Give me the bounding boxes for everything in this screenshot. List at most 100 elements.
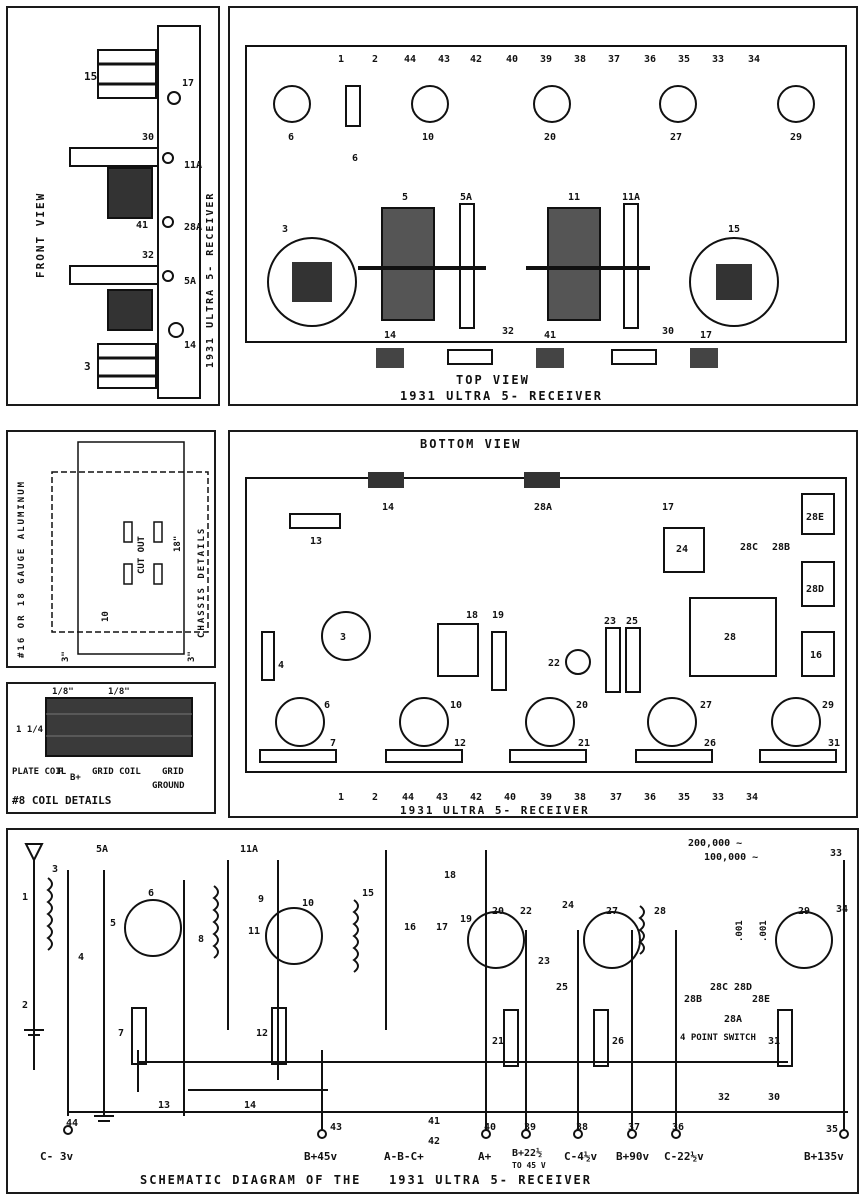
schem-label-6: 6 — [148, 888, 154, 899]
bottom-terminal-37: 37 — [610, 792, 622, 803]
coil-grid-coil-label: GRID COIL — [92, 767, 141, 777]
chassis-dim-3a: 3" — [61, 651, 71, 662]
coil-drawing: 1/8" 1/8" 1 1/4 PLATE COIL P B+ GRID COI… — [12, 687, 193, 807]
schem-switch-label: 4 POINT SWITCH — [680, 1033, 756, 1043]
top-label-32: 32 — [502, 326, 514, 337]
coil-dim-c: 1 1/4 — [16, 725, 44, 735]
top-terminal-34: 34 — [748, 54, 760, 65]
schem-label-24: 24 — [562, 900, 574, 911]
chassis-drawing: #16 OR 18 GAUGE ALUMINUM CHASSIS DETAILS… — [17, 441, 209, 662]
bottom-terminal-1: 1 — [338, 792, 344, 803]
top-terminal-strip: 1 2 44 43 42 40 39 38 37 36 35 33 34 — [338, 54, 760, 65]
label-30: 30 — [142, 132, 154, 143]
bottom-label-12: 12 — [454, 738, 466, 749]
schem-label-16: 16 — [404, 922, 416, 933]
front-view-heading: FRONT VIEW — [34, 192, 47, 278]
label-17: 17 — [182, 78, 194, 89]
chassis-dim-10: 10 — [101, 611, 111, 622]
schem-t37: 37 — [628, 1122, 640, 1133]
chassis-heading: #16 OR 18 GAUGE ALUMINUM — [17, 480, 27, 658]
top-label-5a: 5A — [460, 192, 472, 203]
schematic-caption: SCHEMATIC DIAGRAM OF THE 1931 ULTRA 5- R… — [140, 1173, 592, 1187]
schem-c001-a: .001 — [735, 920, 745, 942]
schem-label-23: 23 — [538, 956, 550, 967]
label-3: 3 — [84, 360, 91, 373]
bottom-label-28e: 28E — [806, 512, 824, 523]
bottom-label-7: 7 — [330, 738, 336, 749]
top-label-15: 15 — [728, 224, 740, 235]
bottom-view-caption: 1931 ULTRA 5- RECEIVER — [400, 804, 590, 816]
top-tube-10: 10 — [422, 132, 434, 143]
schem-b135v: B+135v — [804, 1150, 844, 1163]
schem-label-9: 9 — [258, 894, 264, 905]
schem-label-1: 1 — [22, 892, 28, 903]
label-11a: 11A — [184, 160, 202, 171]
schem-label-15: 15 — [362, 888, 374, 899]
bottom-view-heading: BOTTOM VIEW — [420, 437, 521, 451]
bottom-label-28c: 28C — [740, 542, 758, 553]
top-label-14: 14 — [384, 330, 396, 341]
chassis-dim-18: 18" — [173, 536, 183, 552]
top-label-41: 41 — [544, 330, 556, 341]
schem-to45: TO 45 V — [512, 1161, 546, 1170]
bottom-label-28d: 28D — [806, 584, 824, 595]
schem-label-11: 11 — [248, 926, 260, 937]
label-28a: 28A — [184, 222, 202, 233]
bottom-label-18: 18 — [466, 610, 478, 621]
bottom-label-26: 26 — [704, 738, 716, 749]
schem-t41: 41 — [428, 1116, 440, 1127]
bottom-label-10: 10 — [450, 700, 462, 711]
top-terminal-39: 39 — [540, 54, 552, 65]
top-terminal-43: 43 — [438, 54, 450, 65]
schem-c3v: C- 3v — [40, 1150, 73, 1163]
bottom-label-28: 28 — [724, 632, 736, 643]
schematic-drawing: 5A 11A 3 1 2 5 4 6 7 9 11 8 10 12 13 14 … — [22, 838, 849, 1187]
coil-plate-label: PLATE COIL — [12, 767, 67, 777]
top-label-9: 9 — [352, 151, 358, 162]
schem-label-28b: 28B — [684, 994, 702, 1005]
schem-b22: B+22½ — [512, 1147, 542, 1159]
schem-label-19: 19 — [460, 914, 472, 925]
schem-t39: 39 — [524, 1122, 536, 1133]
schem-label-29: 29 — [798, 906, 810, 917]
schem-label-27: 27 — [606, 906, 618, 917]
label-15: 15 — [84, 70, 97, 83]
coil-panel: 1/8" 1/8" 1 1/4 PLATE COIL P B+ GRID COI… — [6, 682, 216, 814]
schem-label-31: 31 — [768, 1036, 780, 1047]
top-label-3: 3 — [282, 224, 288, 235]
top-terminal-38: 38 — [574, 54, 586, 65]
schem-r200k: 200,000 ~ — [688, 838, 742, 849]
schem-aplus: A+ — [478, 1150, 492, 1163]
bottom-terminal-38: 38 — [574, 792, 586, 803]
schem-label-8: 8 — [198, 934, 204, 945]
bottom-view-panel: BOTTOM VIEW 14 28A 17 13 28E 28C 28B 24 … — [228, 430, 858, 818]
top-tube-6: 6 — [288, 132, 294, 143]
top-view-caption: TOP VIEW — [456, 373, 530, 387]
bottom-label-6: 6 — [324, 700, 330, 711]
schem-label-7: 7 — [118, 1028, 124, 1039]
bottom-view-drawing: BOTTOM VIEW 14 28A 17 13 28E 28C 28B 24 … — [245, 437, 847, 817]
schem-label-26: 26 — [612, 1036, 624, 1047]
bottom-label-17: 17 — [662, 502, 674, 513]
schem-label-28d: 28D — [734, 982, 752, 993]
coil-dim-a: 1/8" — [52, 687, 74, 697]
schem-label-33: 33 — [830, 848, 842, 859]
top-terminal-36: 36 — [644, 54, 656, 65]
schem-r100k: 100,000 ~ — [704, 852, 758, 863]
bottom-terminal-35: 35 — [678, 792, 690, 803]
schem-t35: 35 — [826, 1124, 838, 1135]
schem-t38: 38 — [576, 1122, 588, 1133]
schem-label-4: 4 — [78, 952, 84, 963]
top-terminal-33: 33 — [712, 54, 724, 65]
schem-label-11a: 11A — [240, 844, 258, 855]
label-32: 32 — [142, 250, 154, 261]
front-view-drawing: FRONT VIEW 1931 ULTRA 5- RECEIVER 15 17 … — [34, 25, 216, 399]
bottom-terminal-36: 36 — [644, 792, 656, 803]
schem-t36: 36 — [672, 1122, 684, 1133]
coil-bplus-label: B+ — [70, 773, 81, 783]
top-label-17: 17 — [700, 330, 712, 341]
bottom-label-24: 24 — [676, 544, 688, 555]
top-terminal-37: 37 — [608, 54, 620, 65]
top-label-5: 5 — [402, 192, 408, 203]
